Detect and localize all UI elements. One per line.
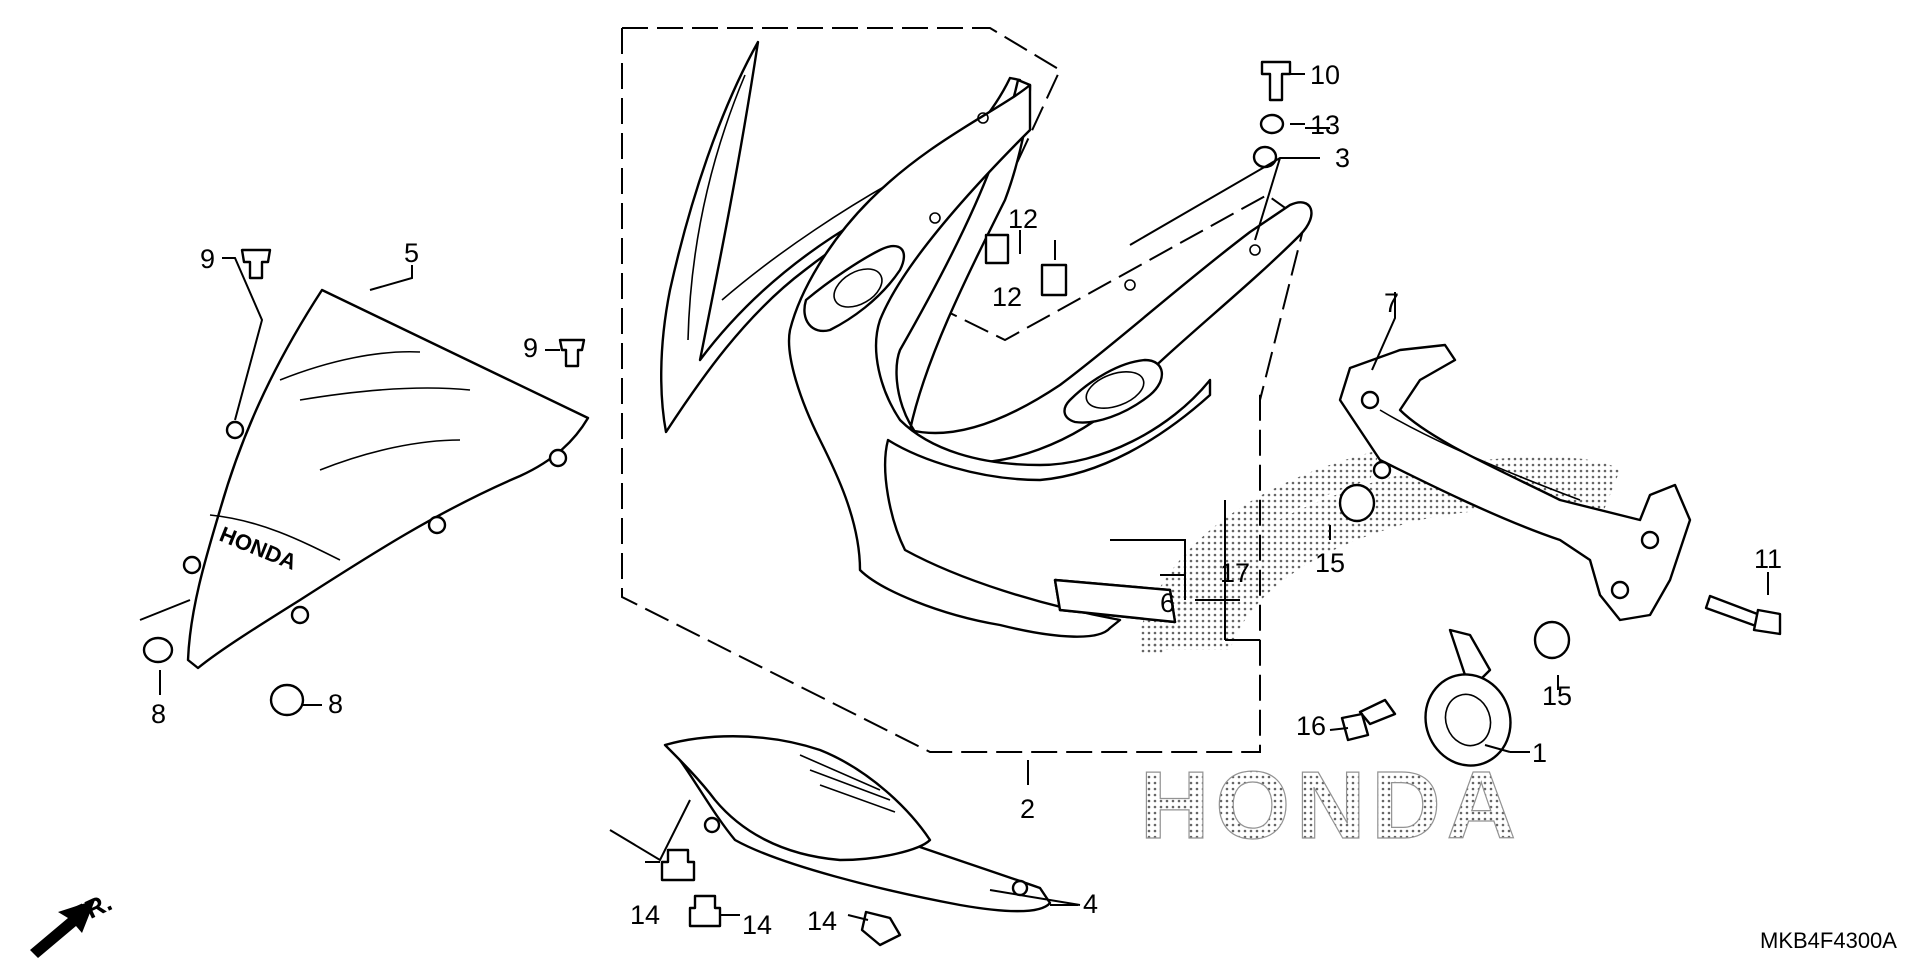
callout-2: 2 [1020, 794, 1035, 824]
callout-8a: 8 [151, 699, 166, 729]
callout-15a: 15 [1315, 548, 1345, 578]
fasteners [142, 60, 1782, 947]
front-direction-arrow: FR. [30, 887, 117, 958]
sponge-part [1053, 578, 1177, 624]
callout-9b: 9 [523, 333, 538, 363]
callout-5: 5 [404, 238, 419, 268]
callout-8b: 8 [328, 689, 343, 719]
callout-14b: 14 [742, 910, 772, 940]
callout-10: 10 [1310, 60, 1340, 90]
lower-cowl [663, 735, 1052, 913]
callout-3: 3 [1335, 143, 1350, 173]
callouts: 1 2 3 4 5 6 7 8 8 9 9 10 11 12 12 13 14 … [151, 60, 1782, 940]
callout-17: 17 [1220, 558, 1250, 588]
diagram-code: MKB4F4300A [1760, 928, 1897, 953]
callout-1: 1 [1532, 738, 1547, 768]
callout-9a: 9 [200, 244, 215, 274]
callout-16: 16 [1296, 711, 1326, 741]
callout-7: 7 [1384, 288, 1399, 318]
callout-12a: 12 [1008, 204, 1038, 234]
callout-14a: 14 [630, 900, 660, 930]
callout-6: 6 [1160, 588, 1175, 618]
callout-14c: 14 [807, 906, 837, 936]
leader-lines [139, 73, 1769, 921]
assembly-outline [621, 27, 1307, 753]
windscreen: HONDA [182, 288, 590, 670]
callout-11: 11 [1754, 544, 1782, 574]
stay-bracket [1338, 343, 1692, 622]
callout-4: 4 [1083, 889, 1098, 919]
callout-12b: 12 [992, 282, 1022, 312]
horn [1424, 628, 1512, 767]
honda-watermark-text: HONDA [1140, 752, 1522, 859]
callout-13: 13 [1310, 110, 1340, 140]
callout-15b: 15 [1542, 681, 1572, 711]
